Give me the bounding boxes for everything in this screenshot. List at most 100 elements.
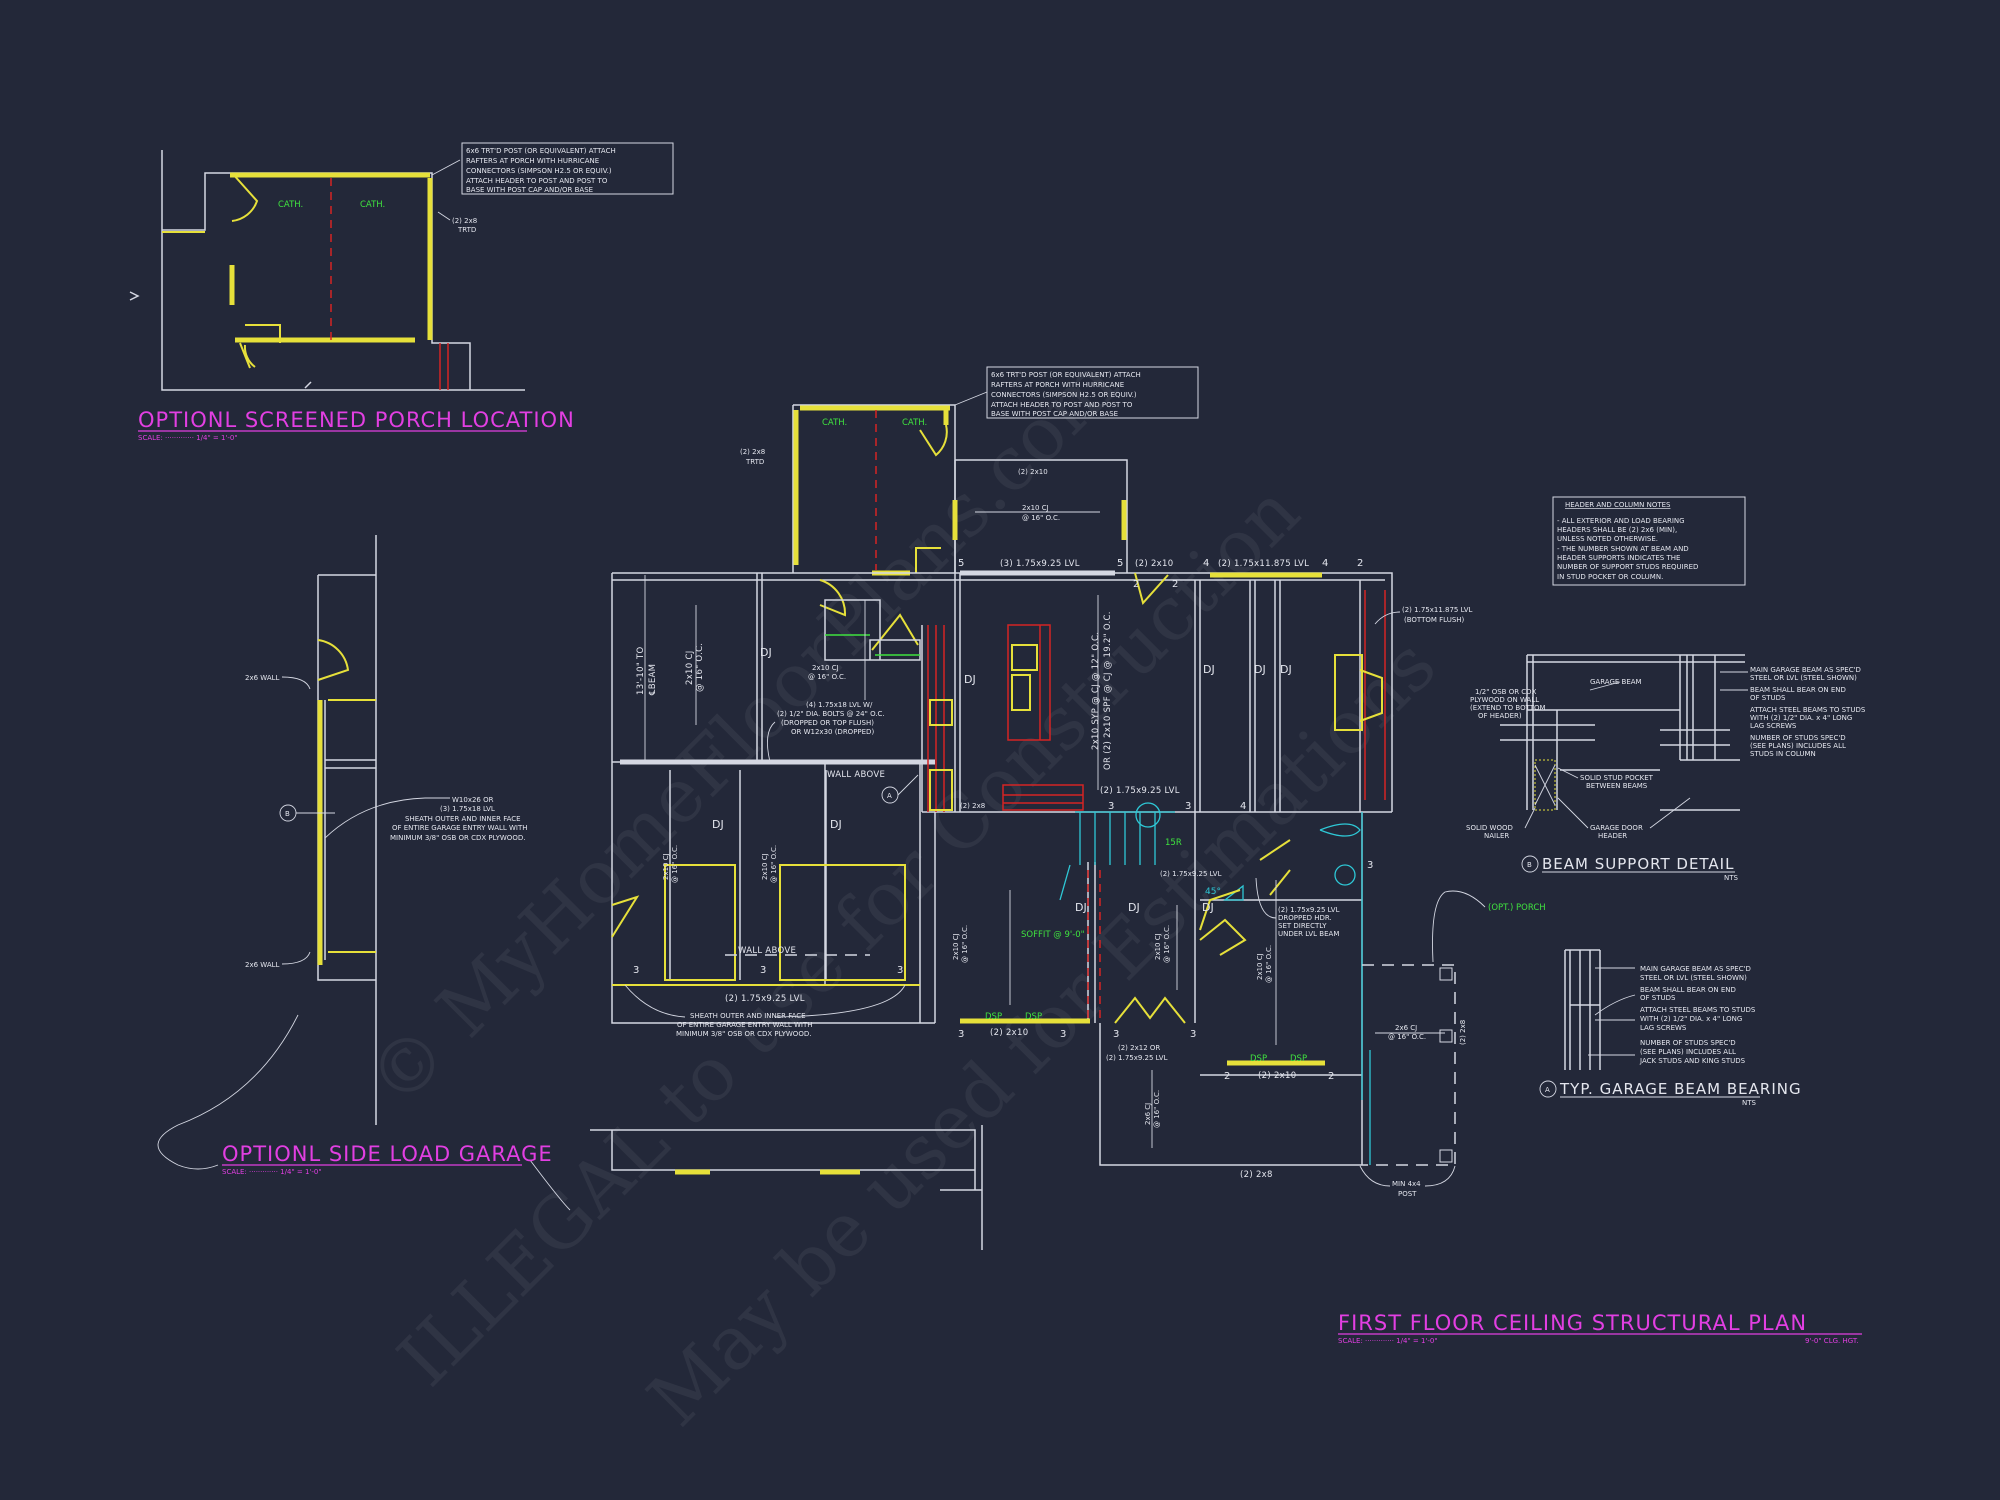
stud-count: 3 [760, 965, 766, 976]
detail-label: (EXTEND TO BOTTOM [1470, 704, 1546, 712]
detail-label: NUMBER OF STUDS SPEC'D [1640, 1039, 1736, 1047]
header-label: (2) 2x10 [990, 1028, 1028, 1038]
beam-label: (2) 1.75x9.25 LVL [1160, 870, 1222, 878]
porch-title: OPTIONL SCREENED PORCH LOCATION [138, 408, 575, 432]
stud-count: 2 [1224, 1071, 1230, 1082]
optional-porch-label: (OPT.) PORCH [1488, 903, 1546, 913]
notes-line: HEADER SUPPORTS INDICATES THE [1557, 554, 1680, 562]
beam-label: (2) 1.75x9.25 LVL [725, 994, 805, 1004]
detail-label: JACK STUDS AND KING STUDS [1639, 1057, 1746, 1065]
post-label: POST [1398, 1190, 1417, 1198]
stud-count: 5 [1117, 558, 1123, 569]
detail-label: WITH (2) 1/2" DIA. x 4" LONG [1640, 1015, 1742, 1023]
angle-label: 45° [1205, 887, 1221, 897]
post-note-line: 6x6 TRT'D POST (OR EQUIVALENT) ATTACH [466, 147, 616, 155]
beam-label: (BOTTOM FLUSH) [1404, 616, 1465, 624]
header-label: (2) 2x8 [1459, 1020, 1467, 1045]
post-note-line: BASE WITH POST CAP AND/OR BASE [466, 186, 593, 194]
cj-label: @ 16" O.C. [770, 845, 778, 883]
stud-count: 2 [1357, 558, 1363, 569]
detail-label: ATTACH STEEL BEAMS TO STUDS [1640, 1006, 1756, 1014]
garage-title: OPTIONL SIDE LOAD GARAGE [222, 1142, 553, 1166]
beam-label: (2) 1.75x11.875 LVL [1402, 606, 1473, 614]
main-scale: SCALE: ············· 1/4" = 1'-0" [1338, 1337, 1438, 1345]
cj-label: 2x10 CJ [662, 853, 670, 880]
post-note-box [986, 366, 1199, 419]
dropped-hdr-note: (2) 1.75x9.25 LVL [1278, 906, 1340, 914]
wall-label: 2x6 WALL [245, 674, 280, 682]
cj-label: @ 16" O.C. [671, 845, 679, 883]
cj-label: @ 16" O.C. [1163, 925, 1171, 963]
beam-note: (2) 1/2" DIA. BOLTS @ 24" O.C. [777, 710, 885, 718]
detail-title: BEAM SUPPORT DETAIL [1542, 855, 1734, 873]
dj-label: DJ [1280, 663, 1292, 676]
side-load-garage-plan: 2x6 WALL 2x6 WALL B W10x26 OR (3) 1.75x1… [157, 535, 983, 1250]
beam-note: (DROPPED OR TOP FLUSH) [781, 719, 874, 727]
header-label: TRTD [457, 226, 476, 234]
detail-label: BETWEEN BEAMS [1586, 782, 1648, 790]
dj-label: DJ [1075, 901, 1087, 914]
detail-label: NAILER [1484, 832, 1509, 840]
detail-label: STEEL OR LVL (STEEL SHOWN) [1640, 974, 1747, 982]
detail-label: SOLID STUD POCKET [1580, 774, 1654, 782]
detail-label: PLYWOOD ON WALL [1470, 696, 1539, 704]
nts-label: NTS [1742, 1099, 1757, 1107]
header-label: (2) 2x12 OR [1118, 1044, 1160, 1052]
dj-label: DJ [1128, 901, 1140, 914]
post-note-line: ATTACH HEADER TO POST AND POST TO [466, 177, 608, 185]
beam-support-detail: GARAGE BEAM 1/2" OSB OR CDX PLYWOOD ON W… [1466, 654, 1866, 882]
dj-label: DJ [712, 818, 724, 831]
tag-a: A [887, 792, 892, 800]
beam-label: (2) 1.75x11.875 LVL [1218, 559, 1309, 569]
beam-note: (4) 1.75x18 LVL W/ [806, 701, 873, 709]
detail-label: HEADER [1598, 832, 1627, 840]
detail-label: OF STUDS [1640, 994, 1676, 1002]
cj-label: 2x10 CJ [1256, 953, 1264, 980]
cj-label: 2x10 CJ [685, 651, 695, 686]
cath-label: CATH. [902, 418, 927, 428]
dsp-label: DSP [985, 1012, 1002, 1022]
cj-label: 2x10 CJ [761, 853, 769, 880]
dsp-label: DSP [1025, 1012, 1042, 1022]
cj-label: 2x10 CJ [1154, 933, 1162, 960]
nts-label: NTS [1724, 874, 1739, 882]
dimension-label: 13'-10" TO [636, 646, 646, 695]
stud-count: 3 [897, 965, 903, 976]
header-label: (2) 2x8 [452, 217, 477, 225]
detail-label: MAIN GARAGE BEAM AS SPEC'D [1640, 965, 1751, 973]
notes-line: NUMBER OF SUPPORT STUDS REQUIRED [1557, 563, 1698, 571]
dj-label: DJ [1203, 663, 1215, 676]
main-title: FIRST FLOOR CEILING STRUCTURAL PLAN [1338, 1311, 1807, 1335]
detail-label: OF HEADER) [1478, 712, 1522, 720]
wall-above-label: WALL ABOVE [827, 770, 885, 780]
header-label: (2) 2x8 [740, 448, 765, 456]
ceiling-height: 9'-0" CLG. HGT. [1805, 1337, 1859, 1345]
cj-label: 2x10 CJ [1022, 504, 1049, 512]
detail-label: GARAGE DOOR [1590, 824, 1643, 832]
stud-count: 3 [1190, 1029, 1196, 1040]
soffit-label: SOFFIT @ 9'-0" [1021, 930, 1085, 940]
stud-count: 3 [958, 1029, 964, 1040]
cj-label: @ 16" O.C. [1265, 945, 1273, 983]
wall-label: 2x6 WALL [245, 961, 280, 969]
cath-label: CATH. [360, 200, 385, 210]
dropped-hdr-note: SET DIRECTLY [1278, 922, 1327, 930]
post-note-line: CONNECTORS (SIMPSON H2.5 OR EQUIV.) [466, 167, 612, 175]
dropped-hdr-note: UNDER LVL BEAM [1278, 930, 1339, 938]
beam-note: W10x26 OR [452, 796, 494, 804]
tag-b: B [285, 810, 290, 818]
detail-label: OF STUDS [1750, 694, 1786, 702]
watermark: © MyHomeFloorPlans.com ILLEGAL to use fo… [352, 340, 1452, 1442]
beam-label: (3) 1.75x9.25 LVL [1000, 559, 1080, 569]
cj-label: 2x10 SYP @ CJ @ 12" O.C. [1091, 632, 1101, 750]
header-label: (2) 2x10 [1258, 1071, 1296, 1081]
garage-scale: SCALE: ············· 1/4" = 1'-0" [222, 1168, 322, 1176]
sheath-note: MINIMUM 3/8" OSB OR CDX PLYWOOD. [676, 1030, 811, 1038]
detail-label: LAG SCREWS [1750, 722, 1797, 730]
stud-count: 4 [1203, 558, 1209, 569]
header-label: (2) 2x10 [1135, 559, 1173, 569]
detail-label: ATTACH STEEL BEAMS TO STUDS [1750, 706, 1866, 714]
post-note-box [461, 142, 674, 195]
stud-count: 2 [1328, 1071, 1334, 1082]
